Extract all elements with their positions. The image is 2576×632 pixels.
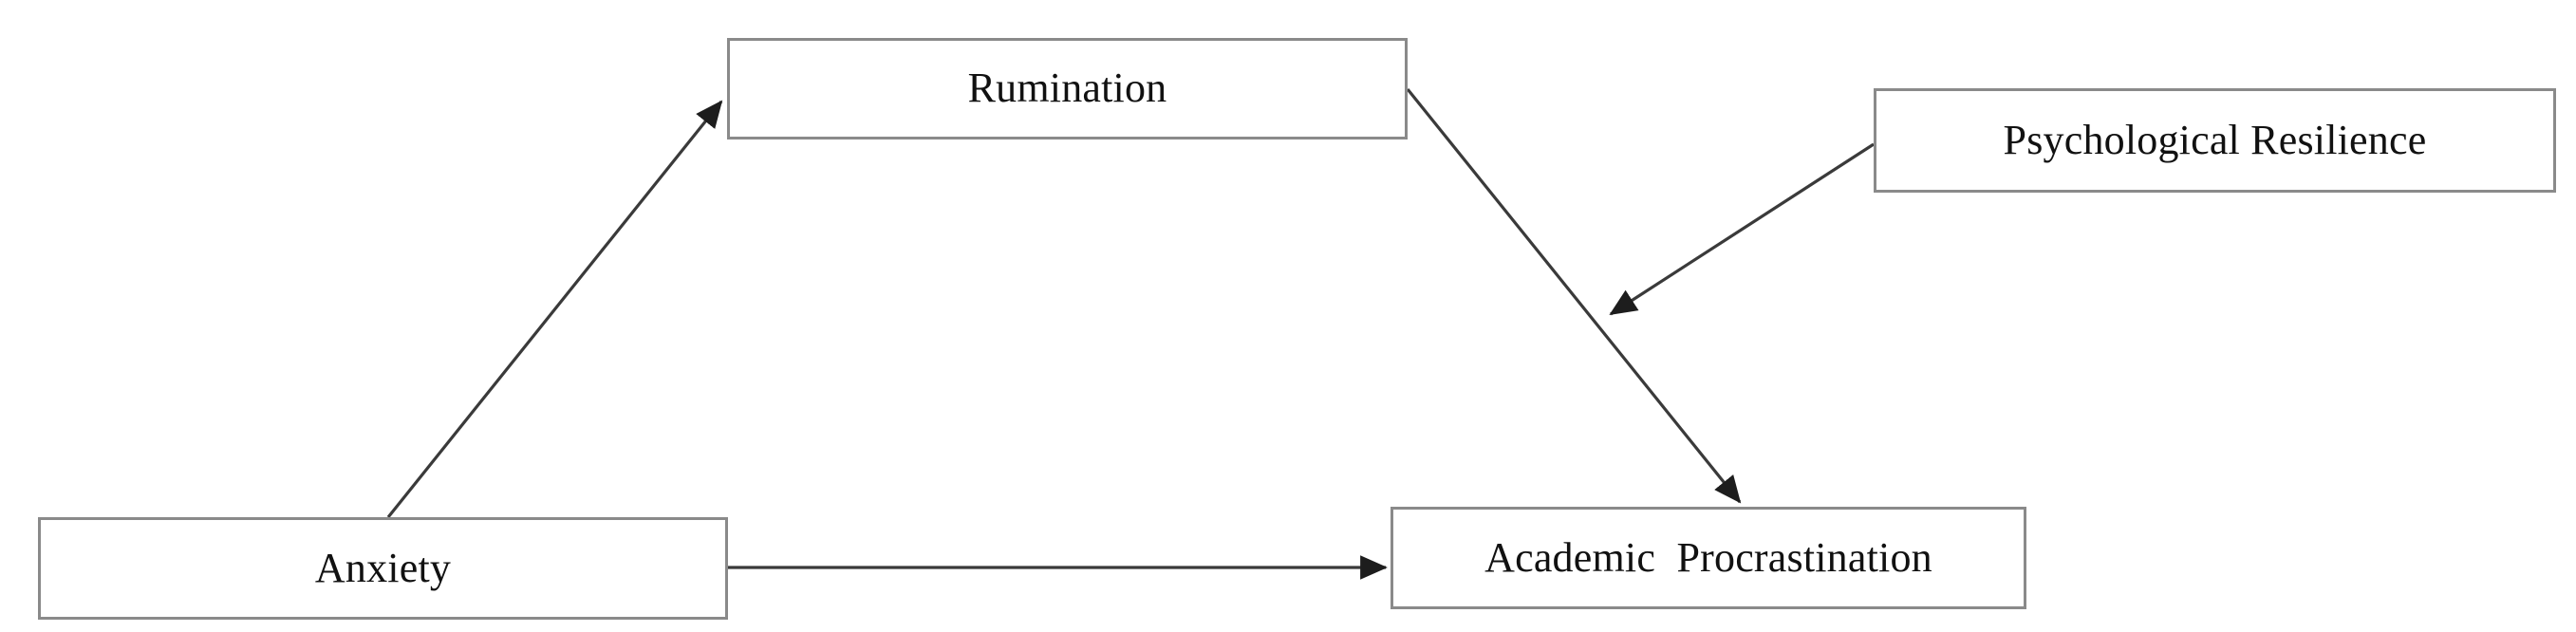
node-psychological-resilience-label: Psychological Resilience xyxy=(2003,116,2427,163)
node-anxiety[interactable]: Anxiety xyxy=(38,517,728,620)
node-academic-procrastination[interactable]: Academic Procrastination xyxy=(1391,507,2026,609)
edge-anxiety-to-rumination xyxy=(386,100,723,519)
node-academic-procrastination-label: Academic Procrastination xyxy=(1484,533,1932,581)
node-anxiety-label: Anxiety xyxy=(314,544,452,591)
edge-rumination-to-academic-procrastination xyxy=(1406,87,1742,504)
edge-psychological-resilience-moderation xyxy=(1609,142,1875,316)
node-rumination[interactable]: Rumination xyxy=(727,38,1408,139)
node-rumination-label: Rumination xyxy=(967,65,1167,112)
node-psychological-resilience[interactable]: Psychological Resilience xyxy=(1874,88,2556,193)
